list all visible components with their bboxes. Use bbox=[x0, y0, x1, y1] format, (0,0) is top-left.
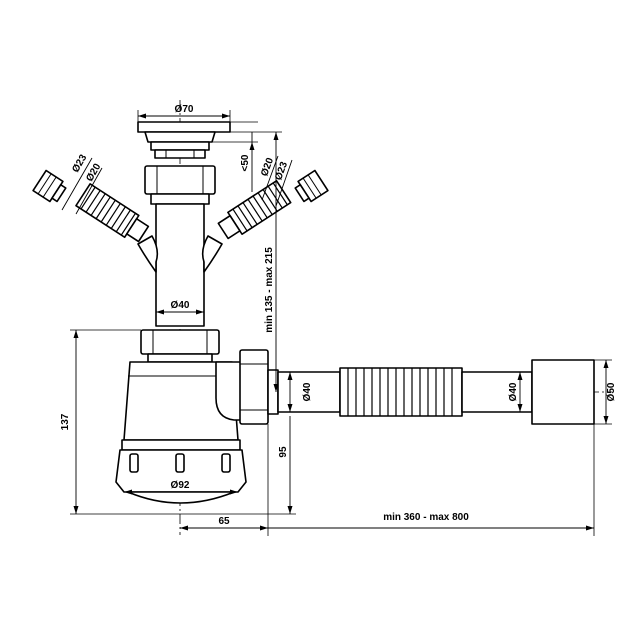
upper-nut bbox=[144, 165, 216, 205]
left-branch bbox=[137, 235, 159, 273]
label-d50: Ø50 bbox=[606, 382, 617, 401]
stem-pipe bbox=[155, 203, 205, 327]
label-d40-stem: Ø40 bbox=[171, 300, 190, 311]
label-d92: Ø92 bbox=[171, 480, 190, 491]
right-branch bbox=[201, 235, 223, 273]
label-d40-hose: Ø40 bbox=[508, 382, 519, 401]
label-length-range: min 360 - max 800 bbox=[383, 512, 469, 523]
bottom-cap bbox=[115, 449, 247, 504]
middle-nut bbox=[140, 329, 220, 363]
label-65: 65 bbox=[218, 516, 230, 527]
outlet-elbow bbox=[215, 349, 279, 425]
label-d20-left: Ø20 bbox=[84, 161, 103, 183]
label-lt50: <50 bbox=[240, 154, 251, 171]
outlet-sleeve-d50 bbox=[531, 359, 595, 425]
right-overflow-hose bbox=[217, 179, 292, 240]
label-height-range: min 135 - max 215 bbox=[264, 247, 275, 333]
label-95: 95 bbox=[278, 446, 289, 458]
sink-strainer bbox=[137, 121, 231, 159]
dimension-lines bbox=[61, 110, 612, 536]
label-d23-left: Ø23 bbox=[70, 152, 89, 174]
left-loose-fitting bbox=[32, 169, 67, 203]
label-137: 137 bbox=[60, 413, 71, 430]
right-loose-fitting bbox=[294, 169, 329, 203]
label-d70: Ø70 bbox=[175, 104, 194, 115]
corrugated-drain-hose bbox=[339, 367, 463, 417]
label-d40-outlet: Ø40 bbox=[302, 382, 313, 401]
left-overflow-hose bbox=[75, 183, 150, 243]
